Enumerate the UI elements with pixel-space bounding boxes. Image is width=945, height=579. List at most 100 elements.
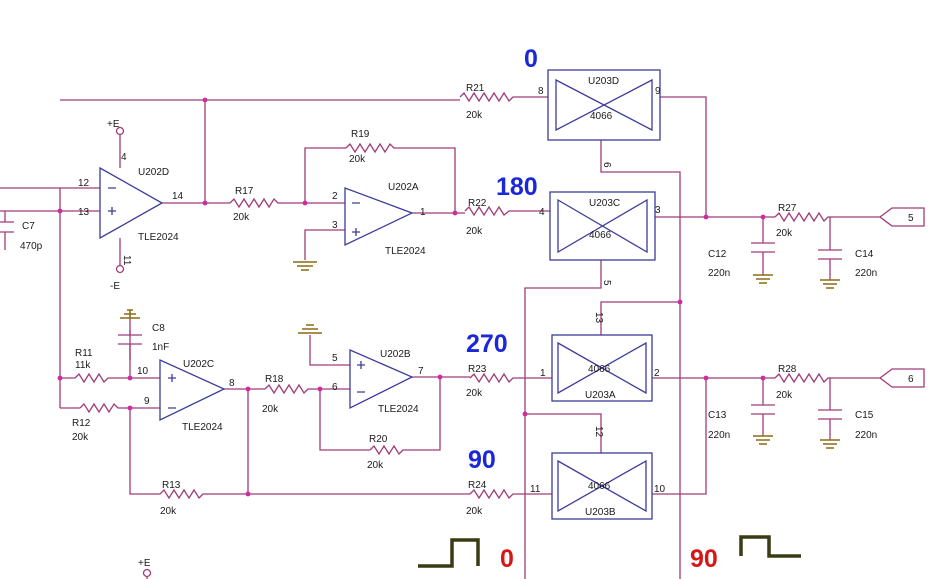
r11-value: 11k [75, 360, 91, 371]
r27-ref: R27 [778, 203, 797, 214]
switch-u203b [551, 452, 653, 520]
r23-ref: R23 [468, 364, 487, 375]
u202b-value: TLE2024 [378, 404, 419, 415]
c13-ref: C13 [708, 410, 727, 421]
phase-label-90: 90 [468, 446, 496, 474]
u203b-pin-ctrl: 12 [593, 426, 604, 438]
r18-ref: R18 [265, 374, 284, 385]
c7-value: 470p [20, 241, 43, 252]
c14-value: 220n [855, 268, 877, 279]
wires [0, 96, 880, 579]
resistor-r20 [369, 444, 412, 456]
capacitor-c7 [0, 211, 14, 250]
resistor-r18 [264, 383, 311, 395]
opamp-u202a [344, 187, 414, 247]
r28-value: 20k [776, 390, 793, 401]
c12-value: 220n [708, 268, 730, 279]
switch-u203d [547, 69, 661, 141]
u202a-pin-minus: 2 [332, 191, 338, 202]
u203d-pin-in: 8 [538, 86, 544, 97]
u202a-pin-plus: 3 [332, 220, 338, 231]
opamp-u202d [99, 166, 164, 240]
r19-value: 20k [349, 154, 366, 165]
u203c-pin-out: 3 [655, 205, 661, 216]
port-out-top-label: 5 [908, 213, 914, 224]
supply-top-minus: -E [110, 281, 120, 292]
port-out-bottom [878, 368, 925, 388]
phase-label-180: 180 [496, 173, 538, 201]
supply-symbols [115, 126, 152, 578]
c15-value: 220n [855, 430, 877, 441]
r27-value: 20k [776, 228, 793, 239]
c12-ref: C12 [708, 249, 727, 260]
u203b-value: 4066 [588, 481, 611, 492]
capacitor-c8 [118, 309, 142, 360]
resistor-r19 [345, 142, 402, 154]
supply-bottom-plus: +E [138, 558, 151, 569]
r12-value: 20k [72, 432, 89, 443]
u202c-value: TLE2024 [182, 422, 223, 433]
phase-label-0: 0 [524, 45, 538, 73]
waveform-0deg [418, 538, 480, 568]
resistor-r12 [79, 402, 122, 414]
u203a-pin-in: 1 [540, 368, 546, 379]
r12-ref: R12 [72, 418, 91, 429]
c13-value: 220n [708, 430, 730, 441]
resistor-r11 [74, 372, 112, 384]
capacitor-c12 [751, 242, 775, 284]
u203a-pin-out: 2 [654, 368, 660, 379]
r18-value: 20k [262, 404, 279, 415]
u202d-value: TLE2024 [138, 232, 179, 243]
u202c-pin-out: 8 [229, 378, 235, 389]
resistor-r21 [459, 91, 516, 103]
resistor-r17 [229, 197, 284, 209]
opamp-u202c [159, 358, 226, 422]
u202b-pin-out: 7 [418, 366, 424, 377]
c15-ref: C15 [855, 410, 874, 421]
u203a-ref: U203A [585, 390, 616, 401]
r20-value: 20k [367, 460, 384, 471]
r17-value: 20k [233, 212, 250, 223]
r20-ref: R20 [369, 434, 388, 445]
resistor-r28 [774, 372, 829, 384]
u202a-pin-out: 1 [420, 207, 426, 218]
capacitor-c13 [751, 404, 775, 445]
r13-ref: R13 [162, 480, 181, 491]
r19-ref: R19 [351, 129, 370, 140]
capacitor-c14 [818, 249, 842, 289]
u202c-pin-minus: 9 [144, 396, 150, 407]
r17-ref: R17 [235, 186, 254, 197]
u203b-ref: U203B [585, 507, 616, 518]
u203d-pin-ctrl: 6 [601, 162, 612, 168]
u202d-pin-plus: 12 [78, 178, 90, 189]
switch-u203c [549, 191, 656, 261]
bottom-label-90: 90 [690, 545, 718, 573]
r21-value: 20k [466, 110, 483, 121]
u203c-pin-in: 4 [539, 207, 545, 218]
supply-top-plus: +E [107, 119, 120, 130]
u203d-ref: U203D [588, 76, 619, 87]
u202b-pin-minus: 6 [332, 382, 338, 393]
u202b-ref: U202B [380, 349, 411, 360]
u202a-ref: U202A [388, 182, 419, 193]
r21-ref: R21 [466, 83, 485, 94]
u202d-ref: U202D [138, 167, 169, 178]
u202d-pin-minus: 13 [78, 207, 90, 218]
r24-ref: R24 [468, 480, 487, 491]
u203b-pin-out: 10 [654, 484, 666, 495]
ground-u202a [293, 261, 317, 271]
u203a-value: 4066 [588, 364, 611, 375]
u203c-pin-ctrl: 5 [601, 280, 612, 286]
u202c-pin-plus: 10 [137, 366, 149, 377]
u202a-value: TLE2024 [385, 246, 426, 257]
port-out-top [878, 207, 925, 227]
c14-ref: C14 [855, 249, 874, 260]
switch-u203a [551, 334, 653, 402]
u203a-pin-ctrl: 13 [593, 312, 604, 324]
port-out-bottom-label: 6 [908, 374, 914, 385]
c7-ref: C7 [22, 221, 35, 232]
u203c-value: 4066 [589, 230, 612, 241]
r22-value: 20k [466, 226, 483, 237]
c8-ref: C8 [152, 323, 165, 334]
bottom-label-0: 0 [500, 545, 514, 573]
